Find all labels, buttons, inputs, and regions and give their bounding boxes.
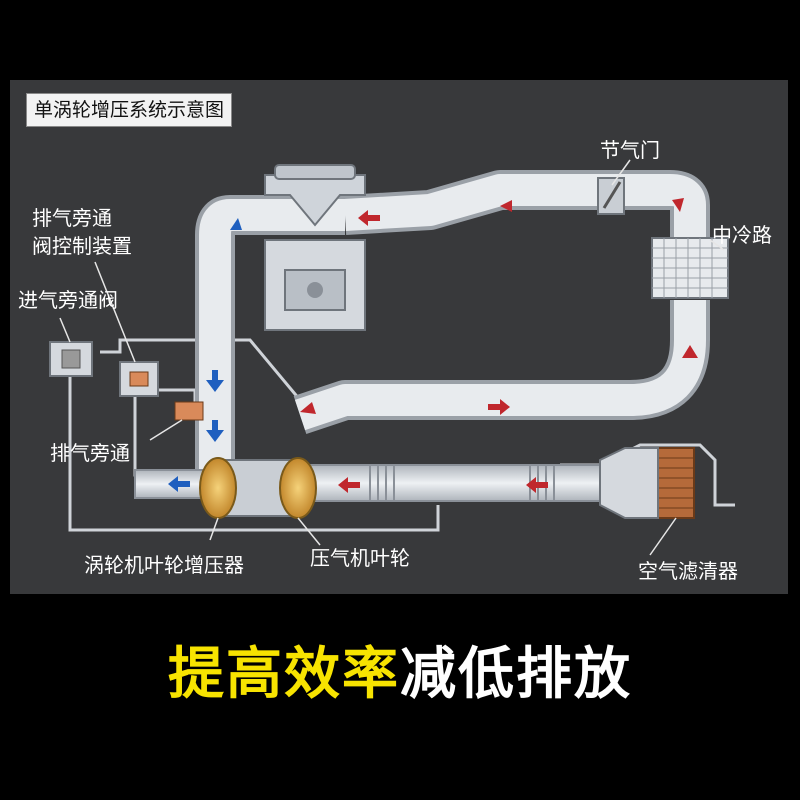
intake-arrow-icon	[358, 210, 380, 226]
throttle-valve	[597, 177, 625, 215]
intake-arrow-icon	[488, 399, 510, 415]
label-throttle: 节气门	[600, 138, 660, 162]
tagline: 提高效率减低排放	[0, 640, 800, 710]
exhaust-arrow-icon	[206, 370, 224, 392]
exhaust-arrow-icon	[206, 420, 224, 442]
intake-arrow-icon	[500, 200, 512, 212]
label-turbine-wheel: 涡轮机叶轮增压器	[84, 553, 244, 577]
label-intake-bypass-valve: 进气旁通阀	[18, 288, 118, 312]
turbocharger	[199, 457, 317, 519]
intake-bypass-valve	[49, 341, 93, 377]
intake-arrow-icon	[682, 345, 698, 358]
compressor-wheel-icon	[279, 457, 317, 519]
engine-cylinder	[264, 164, 366, 331]
intake-arrow-icon	[300, 402, 316, 414]
exhaust-bypass-valve	[174, 401, 204, 421]
label-exhaust-bypass: 排气旁通	[50, 441, 130, 465]
exhaust-bypass-control-valve	[119, 361, 159, 397]
air-filter	[599, 447, 695, 519]
label-air-filter: 空气滤清器	[638, 559, 738, 583]
label-exhaust-bypass-control-1: 排气旁通	[32, 206, 112, 230]
leader-lines	[59, 159, 725, 556]
tagline-part1: 提高效率	[168, 642, 400, 707]
label-intercooler: 中冷路	[712, 223, 772, 247]
intake-arrow-icon	[672, 198, 684, 212]
diagram-title: 单涡轮增压系统示意图	[26, 93, 233, 127]
intake-arrow-icon	[526, 477, 548, 493]
label-compressor-wheel: 压气机叶轮	[310, 546, 410, 570]
exhaust-arrow-icon	[168, 476, 190, 492]
intake-arrow-icon	[338, 477, 360, 493]
intercooler	[651, 237, 729, 299]
turbine-wheel-icon	[199, 457, 237, 519]
flow-arrows	[168, 198, 698, 493]
tagline-part2: 减低排放	[400, 642, 632, 707]
label-exhaust-bypass-control-2: 阀控制装置	[32, 234, 132, 258]
exhaust-arrow-icon	[230, 218, 242, 230]
exhaust-pipe	[134, 195, 345, 499]
